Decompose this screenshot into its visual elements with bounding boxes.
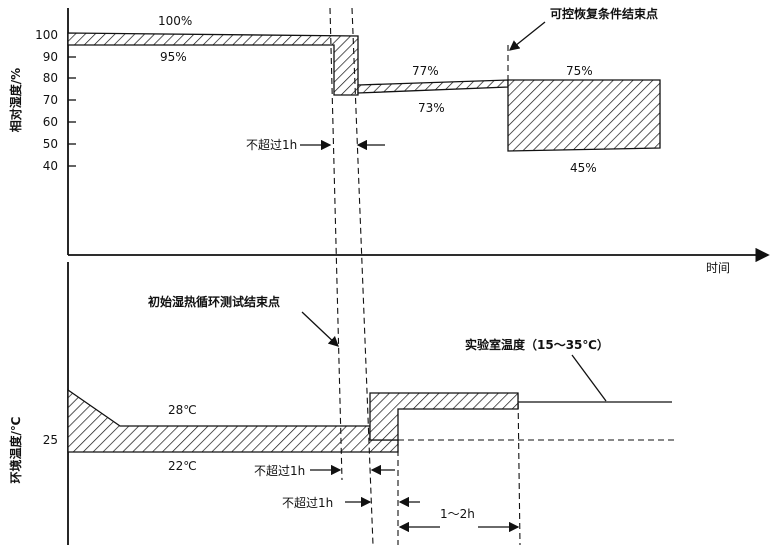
rh-100-label: 100% — [158, 14, 192, 28]
recovery-end-leader — [508, 21, 546, 51]
tick-label-25: 25 — [43, 433, 58, 447]
humidity-band-initial — [67, 32, 359, 96]
tick-label-50: 50 — [43, 137, 58, 151]
tick-label-100: 100 — [35, 28, 58, 42]
tick-label-80: 80 — [43, 71, 58, 85]
tick-label-60: 60 — [43, 115, 58, 129]
not-exceed-1h-upper: 不超过1h — [246, 137, 297, 152]
temperature-band-initial — [67, 388, 399, 453]
humidity-tick-labels: 100 90 80 70 60 50 40 — [35, 28, 58, 173]
tick-label-90: 90 — [43, 50, 58, 64]
tick-label-70: 70 — [43, 93, 58, 107]
duration-1-2h-label: 1～2h — [440, 507, 475, 521]
lab-temperature-label: 实验室温度（15～35℃） — [465, 337, 609, 352]
controlled-recovery-end-label: 可控恢复条件结束点 — [550, 6, 658, 21]
rh-75-label: 75% — [566, 64, 593, 78]
humidity-ticks — [68, 34, 76, 167]
t-28-label: 28℃ — [168, 403, 197, 417]
rh-95-label: 95% — [160, 50, 187, 64]
marker-line-1 — [329, 7, 343, 481]
marker-line-4 — [517, 392, 521, 546]
temperature-axis-label: 环境温度/℃ — [8, 417, 23, 484]
rh-77-label: 77% — [412, 64, 439, 78]
time-axis-label: 时间 — [706, 261, 730, 275]
t-22-label: 22℃ — [168, 459, 197, 473]
rh-73-label: 73% — [418, 101, 445, 115]
rh-45-label: 45% — [570, 161, 597, 175]
humidity-axis-label: 相对湿度/% — [8, 68, 23, 132]
not-exceed-1h-lower-a: 不超过1h — [254, 463, 305, 478]
initial-cycle-end-leader — [301, 311, 339, 347]
temperature-band-recovery — [369, 392, 519, 441]
tick-label-40: 40 — [43, 159, 58, 173]
initial-cycle-end-label: 初始湿热循环测试结束点 — [148, 294, 280, 309]
humidity-band-recovery — [357, 79, 509, 94]
not-exceed-1h-lower-b: 不超过1h — [282, 495, 333, 510]
humidity-band-final — [507, 79, 661, 152]
lab-temperature-leader — [571, 354, 607, 402]
